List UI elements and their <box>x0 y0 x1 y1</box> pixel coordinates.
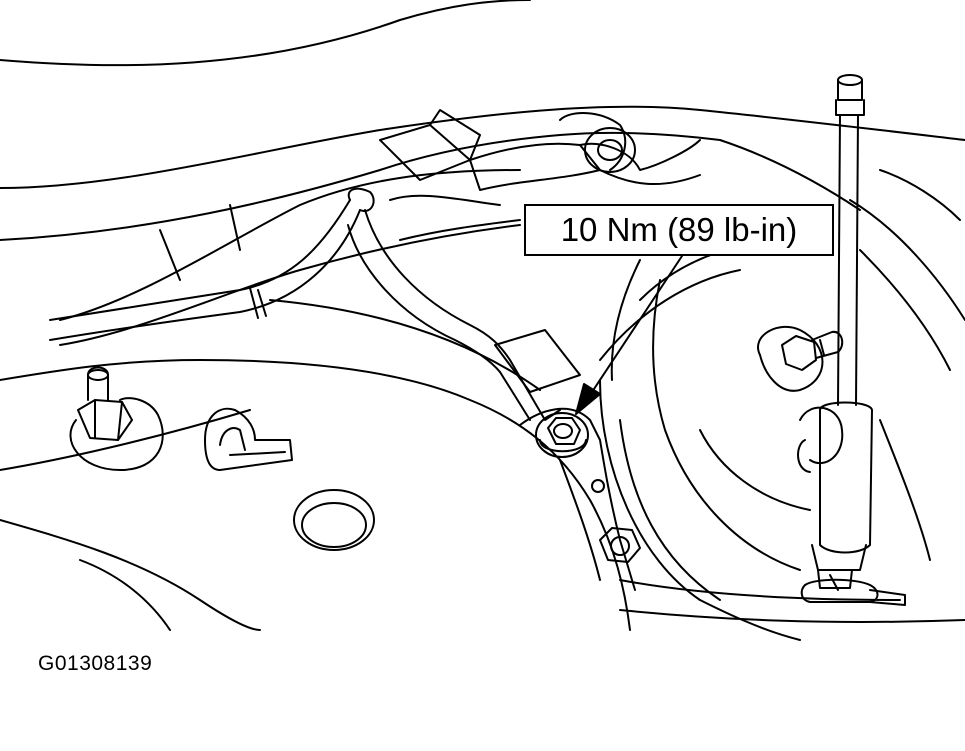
retaining-clip <box>205 409 292 470</box>
hub-lug-studs <box>758 327 842 472</box>
left-stud-nut <box>70 368 162 471</box>
harness-connector <box>380 110 700 240</box>
sensor-bracket <box>520 409 640 590</box>
steering-knuckle <box>0 300 630 630</box>
wheel-well-ridge <box>60 170 520 345</box>
callout-arrow <box>576 256 682 414</box>
sensor-bolt <box>536 413 588 457</box>
stabilizer-link-rod <box>802 75 905 605</box>
knuckle-bore <box>294 490 374 550</box>
torque-spec-text: 10 Nm (89 lb-in) <box>560 211 798 248</box>
sensor-cable <box>50 189 580 420</box>
figure-id-label: G01308139 <box>38 652 153 675</box>
torque-spec-callout: 10 Nm (89 lb-in) <box>524 204 834 256</box>
body-panel-lines <box>0 0 965 240</box>
misc-contours <box>612 140 960 640</box>
brake-rotor <box>600 200 965 622</box>
